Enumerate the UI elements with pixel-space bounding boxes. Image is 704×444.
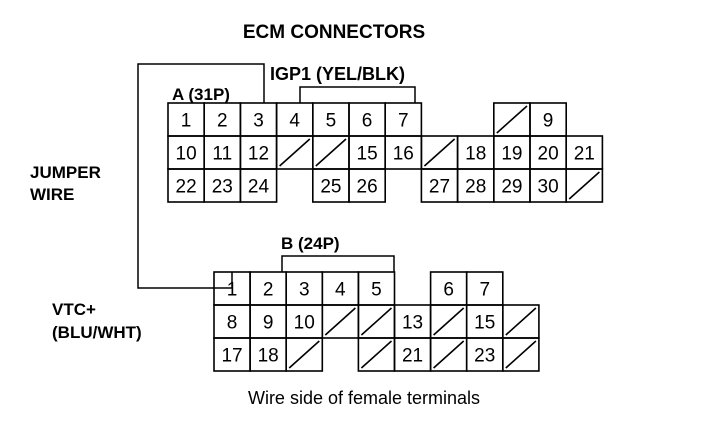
connector-b-terminal-10: 10 xyxy=(294,313,315,334)
connector-a-terminal-30: 30 xyxy=(538,177,559,198)
connector-a-terminal-20: 20 xyxy=(538,144,559,165)
connector-b-bracket xyxy=(281,255,395,272)
vtc-label-line2: (BLU/WHT) xyxy=(52,323,142,342)
connector-b-terminal-7: 7 xyxy=(479,280,490,301)
connector-b-cavity xyxy=(501,337,540,372)
connector-b-unused-cavity-slash xyxy=(433,307,465,336)
connector-a-terminal-26: 26 xyxy=(357,177,378,198)
connector-b-unused-cavity-slash xyxy=(505,307,537,336)
connector-b-terminal-13: 13 xyxy=(402,313,423,334)
connector-a-terminal-27: 27 xyxy=(429,177,450,198)
connector-a-terminal-29: 29 xyxy=(501,177,522,198)
connector-b-label: B (24P) xyxy=(281,234,340,253)
connector-a-terminal-18: 18 xyxy=(465,144,486,165)
connector-b-unused-cavity-slash xyxy=(360,340,393,369)
connector-b-terminal-15: 15 xyxy=(474,313,495,334)
connector-b-cavity xyxy=(285,337,324,372)
jumper-wire xyxy=(137,63,265,289)
connector-b-terminal-6: 6 xyxy=(443,280,454,301)
connector-b-unused-cavity-slash xyxy=(505,340,537,369)
connector-a-cavity xyxy=(565,168,604,203)
connector-a-terminal-7: 7 xyxy=(398,111,409,132)
connector-a-terminal-9: 9 xyxy=(543,111,554,132)
connector-a-terminal-5: 5 xyxy=(326,111,337,132)
connector-b-unused-cavity-slash xyxy=(433,340,465,369)
connector-a-terminal-25: 25 xyxy=(320,177,341,198)
jumper-wire-label-line2: WIRE xyxy=(30,185,74,204)
connector-a-terminal-1: 1 xyxy=(181,111,192,132)
connector-a-cavity xyxy=(348,168,387,203)
connector-a-label: A (31P) xyxy=(172,85,230,104)
connector-b-terminal-9: 9 xyxy=(263,313,274,334)
connector-b-unused-cavity-slash xyxy=(288,340,320,369)
connector-a-terminal-11: 11 xyxy=(212,144,232,165)
connector-a-terminal-22: 22 xyxy=(176,177,197,198)
igp1-label: IGP1 (YEL/BLK) xyxy=(270,64,405,84)
connector-b-unused-cavity-slash xyxy=(324,307,356,336)
connector-a-terminal-19: 19 xyxy=(501,144,522,165)
caption: Wire side of female terminals xyxy=(248,388,480,408)
connector-b-terminal-3: 3 xyxy=(299,280,310,301)
connector-a-terminal-16: 16 xyxy=(393,144,414,165)
connector-a-cavity xyxy=(239,168,278,203)
connector-a-terminal-4: 4 xyxy=(289,111,300,132)
diagram-title: ECM CONNECTORS xyxy=(243,22,425,43)
connector-b-terminal-18: 18 xyxy=(258,346,279,367)
connector-a-unused-cavity-slash xyxy=(315,138,347,167)
connector-b-terminal-8: 8 xyxy=(227,313,238,334)
connector-a-terminal-10: 10 xyxy=(176,144,197,165)
connector-b-terminal-4: 4 xyxy=(335,280,346,301)
connector-a-terminal-6: 6 xyxy=(362,111,373,132)
connector-a-terminal-28: 28 xyxy=(465,177,486,198)
connector-b-terminal-1: 1 xyxy=(227,280,238,301)
jumper-wire-label-line1: JUMPER xyxy=(30,163,101,182)
connector-b-terminal-17: 17 xyxy=(221,346,242,367)
connector-a-terminal-24: 24 xyxy=(248,177,270,198)
connector-a-terminal-2: 2 xyxy=(217,111,228,132)
igp1-bracket xyxy=(299,86,416,103)
connector-b-terminal-23: 23 xyxy=(474,346,495,367)
connector-a-terminal-15: 15 xyxy=(357,144,378,165)
connector-a-terminal-23: 23 xyxy=(212,177,233,198)
connector-a-unused-cavity-slash xyxy=(279,138,311,167)
connector-b-terminal-5: 5 xyxy=(371,280,382,301)
connector-b-terminal-2: 2 xyxy=(263,280,274,301)
connector-a-unused-cavity-slash xyxy=(496,105,528,134)
connector-a-terminal-21: 21 xyxy=(574,144,595,165)
connector-a-terminal-3: 3 xyxy=(253,111,264,132)
connector-a-terminal-12: 12 xyxy=(248,144,269,165)
vtc-label-line1: VTC+ xyxy=(52,300,96,319)
connector-b-unused-cavity-slash xyxy=(360,307,393,336)
connector-b-terminal-21: 21 xyxy=(402,346,423,367)
connector-a-unused-cavity-slash xyxy=(568,171,600,200)
connector-a-unused-cavity-slash xyxy=(423,138,456,167)
